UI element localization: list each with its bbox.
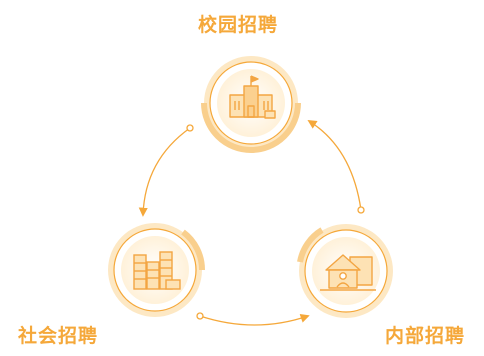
house-card-icon: [320, 254, 376, 291]
arrow-social-to-internal-start: [196, 312, 204, 320]
arrow-internal-to-campus-start: [357, 206, 365, 214]
school-building-icon: [229, 75, 276, 119]
internal-recruitment-label: 内部招聘: [385, 325, 466, 347]
cycle-arrows: [138, 120, 365, 326]
arrow-campus-to-social-start: [186, 124, 194, 132]
coin-stacks-icon: [133, 251, 181, 290]
arrow-social-to-internal: [199, 314, 310, 326]
node-campus: [201, 56, 301, 153]
arrow-internal-to-campus: [307, 120, 362, 211]
campus-recruitment-label: 校园招聘: [198, 14, 279, 36]
arrow-campus-to-social: [138, 127, 191, 217]
social-recruitment-label: 社会招聘: [18, 325, 99, 347]
node-social: [108, 223, 206, 317]
node-internal: [297, 224, 393, 318]
